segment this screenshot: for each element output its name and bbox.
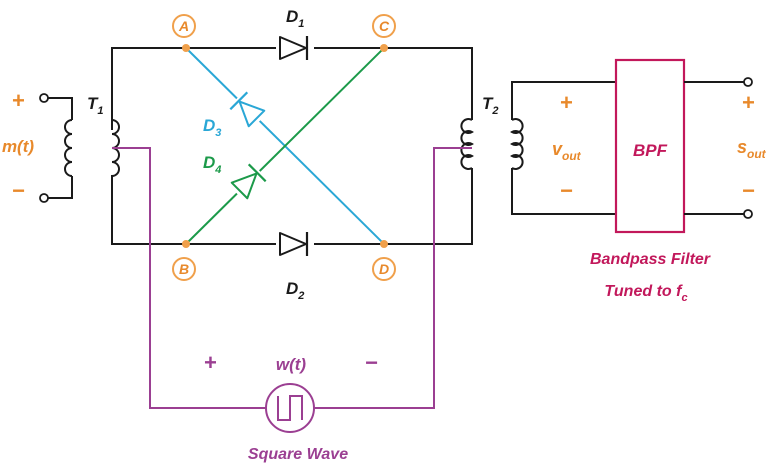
diode-d4-icon [228,162,268,202]
square-wave-right-wire [314,147,472,409]
node-label-c: C [372,14,396,38]
bpf-caption-line1: Bandpass Filter [590,251,711,268]
svg-text:C: C [379,18,390,34]
d2-label: D2 [286,279,304,302]
t2-label: T2 [482,94,499,117]
ring-wires [111,47,473,245]
d3-label: D3 [203,116,221,139]
bottom-wire [111,168,473,245]
node-d-dot [380,240,388,248]
input-minus: − [12,178,25,203]
input-bottom-terminal-icon [39,193,49,203]
diode-d3-icon [228,90,268,130]
svg-text:B: B [179,261,189,277]
d4-label: D4 [203,153,221,176]
square-wave-plus: + [204,350,217,375]
input-top-terminal-icon [39,93,49,103]
square-wave-caption: Square Wave [248,446,348,463]
vout-plus: + [560,90,573,115]
diode-d2-icon [276,232,314,256]
d1-label: D1 [286,7,304,30]
bpf-input-bottom-wire [511,168,616,215]
node-b-dot [182,240,190,248]
square-wave-left-wire [112,147,266,409]
bpf-caption-line2: Tuned to fc [604,283,687,304]
bpf-box [614,58,686,234]
top-wire [111,47,473,130]
output-bottom-terminal-icon [743,209,753,219]
t1-label: T1 [87,94,104,117]
sout-label: sout [737,137,767,161]
svg-text:D: D [379,261,389,277]
input-label: m(t) [2,137,34,156]
bpf-input-top-wire [511,81,616,120]
node-c-dot [380,44,388,52]
output-top-terminal-icon [743,77,753,87]
square-wave-source-icon [265,383,315,433]
transformer-t1-coil-icon [64,119,120,177]
square-wave-label: w(t) [276,355,307,374]
square-wave-minus: − [365,350,378,375]
d4-wire [185,47,385,245]
transformer-t2-coil-icon [460,118,524,170]
node-label-a: A [172,14,196,38]
input-plus: + [12,88,25,113]
input-top-lead [48,97,73,120]
vout-label: vout [552,139,582,163]
sout-minus: − [742,178,755,203]
vout-minus: − [560,178,573,203]
sout-plus: + [742,90,755,115]
node-dots [182,44,388,248]
svg-text:A: A [178,18,189,34]
node-a-dot [182,44,190,52]
bpf-box-label: BPF [633,141,668,160]
diode-d1-icon [276,36,314,60]
node-label-b: B [172,257,196,281]
input-bottom-lead [48,176,73,199]
node-label-d: D [372,257,396,281]
